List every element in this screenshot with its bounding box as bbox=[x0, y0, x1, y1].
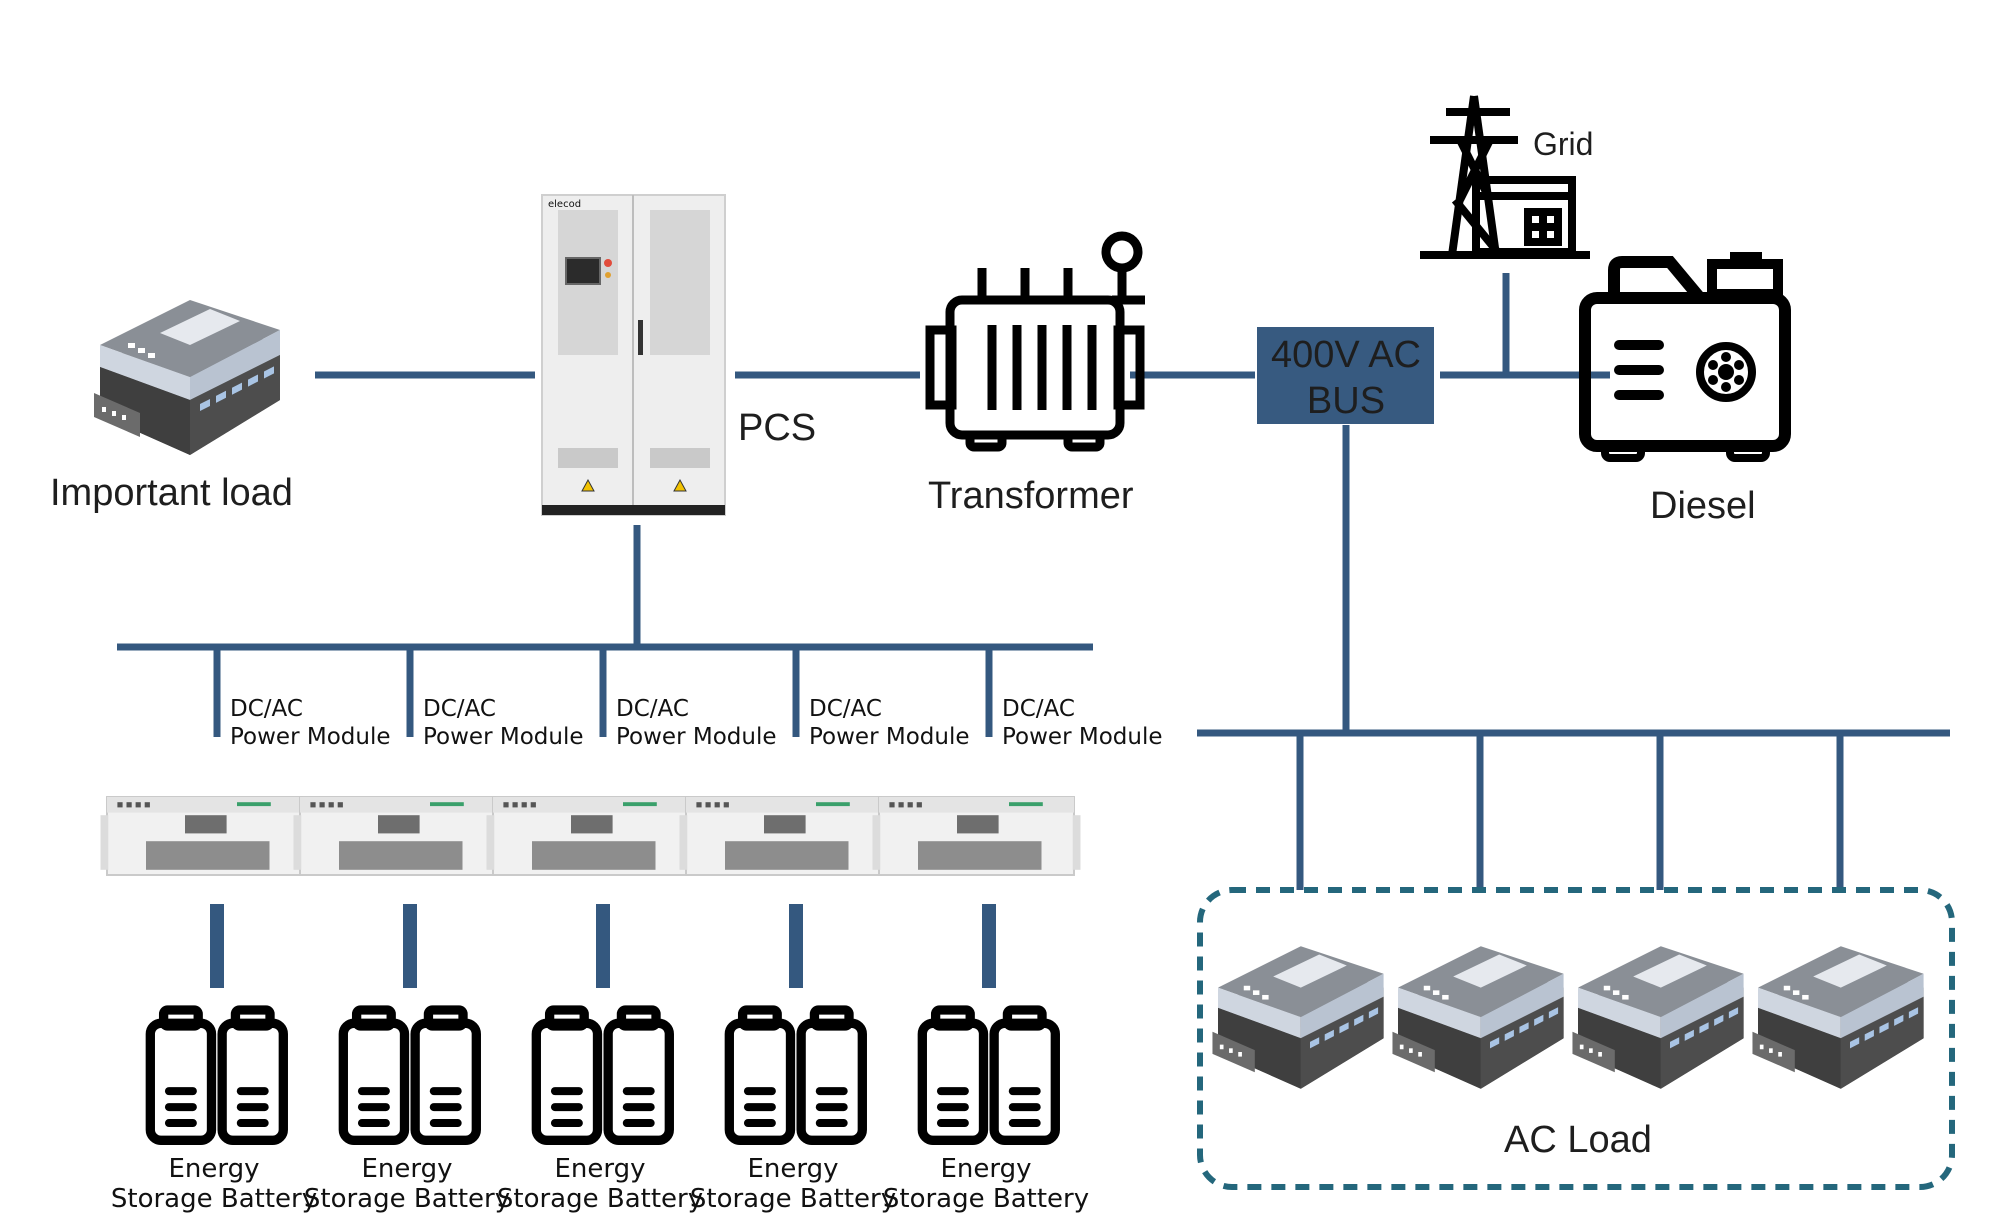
battery-caption-2-line2: Storage Battery bbox=[304, 1184, 510, 1214]
ac-load-building-icon-2 bbox=[1392, 946, 1564, 1089]
power-module-4 bbox=[678, 796, 889, 876]
battery-caption-5-line2: Storage Battery bbox=[883, 1184, 1089, 1214]
battery-icon-4 bbox=[729, 1010, 862, 1140]
module-caption-3-line2: Power Module bbox=[616, 724, 776, 750]
module-caption-4-line1: DC/AC bbox=[809, 696, 882, 722]
module-caption-2-line1: DC/AC bbox=[423, 696, 496, 722]
power-modules bbox=[99, 796, 1082, 876]
battery-caption-1-line1: Energy bbox=[168, 1154, 259, 1184]
power-module-3 bbox=[485, 796, 696, 876]
battery-caption-3-line1: Energy bbox=[554, 1154, 645, 1184]
pcs-label: PCS bbox=[738, 407, 816, 449]
pcs-door-handle bbox=[638, 320, 643, 355]
diesel-generator-icon bbox=[1579, 252, 1791, 462]
battery-icon-1 bbox=[150, 1010, 283, 1140]
diesel-label: Diesel bbox=[1650, 485, 1756, 527]
grid-label: Grid bbox=[1533, 126, 1593, 162]
battery-caption-4-line2: Storage Battery bbox=[690, 1184, 896, 1214]
ac-load-building-icon-3 bbox=[1572, 946, 1744, 1089]
power-module-2 bbox=[292, 796, 503, 876]
ac-bus-box: 400V AC BUS bbox=[1257, 327, 1434, 424]
battery-caption-4-line1: Energy bbox=[747, 1154, 838, 1184]
module-caption-2-line2: Power Module bbox=[423, 724, 583, 750]
battery-caption-5-line1: Energy bbox=[940, 1154, 1031, 1184]
ac-load-buildings bbox=[1212, 946, 1924, 1089]
pcs-screen bbox=[565, 257, 601, 285]
battery-icon-5 bbox=[922, 1010, 1055, 1140]
battery-connectors bbox=[210, 904, 996, 988]
module-caption-4-line2: Power Module bbox=[809, 724, 969, 750]
power-module-5 bbox=[871, 796, 1082, 876]
battery-caption-2-line1: Energy bbox=[361, 1154, 452, 1184]
power-module-1 bbox=[99, 796, 310, 876]
connection-lines bbox=[117, 273, 1950, 890]
bus-label-line2: BUS bbox=[1307, 380, 1385, 422]
battery-captions: Energy Storage Battery Energy Storage Ba… bbox=[111, 1154, 1089, 1214]
pcs-cabinet: elecod bbox=[541, 194, 726, 516]
battery-icon-2 bbox=[343, 1010, 476, 1140]
battery-icon-3 bbox=[536, 1010, 669, 1140]
transformer-label: Transformer bbox=[928, 475, 1134, 517]
battery-caption-1-line2: Storage Battery bbox=[111, 1184, 317, 1214]
module-caption-5-line2: Power Module bbox=[1002, 724, 1162, 750]
module-captions: DC/AC Power Module DC/AC Power Module DC… bbox=[230, 696, 1162, 750]
ac-load-label: AC Load bbox=[1504, 1119, 1652, 1161]
module-caption-5-line1: DC/AC bbox=[1002, 696, 1075, 722]
module-caption-1-line1: DC/AC bbox=[230, 696, 303, 722]
ac-load-dashed-frame bbox=[1197, 887, 1955, 1190]
grid-tower-icon bbox=[1420, 95, 1590, 259]
bus-label-line1: 400V AC bbox=[1271, 334, 1421, 376]
ac-load-building-icon-1 bbox=[1212, 946, 1384, 1089]
cabinet-logo: elecod bbox=[548, 199, 581, 210]
important-load-building-icon bbox=[94, 300, 280, 455]
important-load-label: Important load bbox=[50, 472, 293, 514]
batteries bbox=[150, 1010, 1055, 1140]
transformer-icon bbox=[925, 231, 1145, 452]
ac-load-building-icon-4 bbox=[1752, 946, 1924, 1089]
module-caption-3-line1: DC/AC bbox=[616, 696, 689, 722]
module-caption-1-line2: Power Module bbox=[230, 724, 390, 750]
battery-caption-3-line2: Storage Battery bbox=[497, 1184, 703, 1214]
